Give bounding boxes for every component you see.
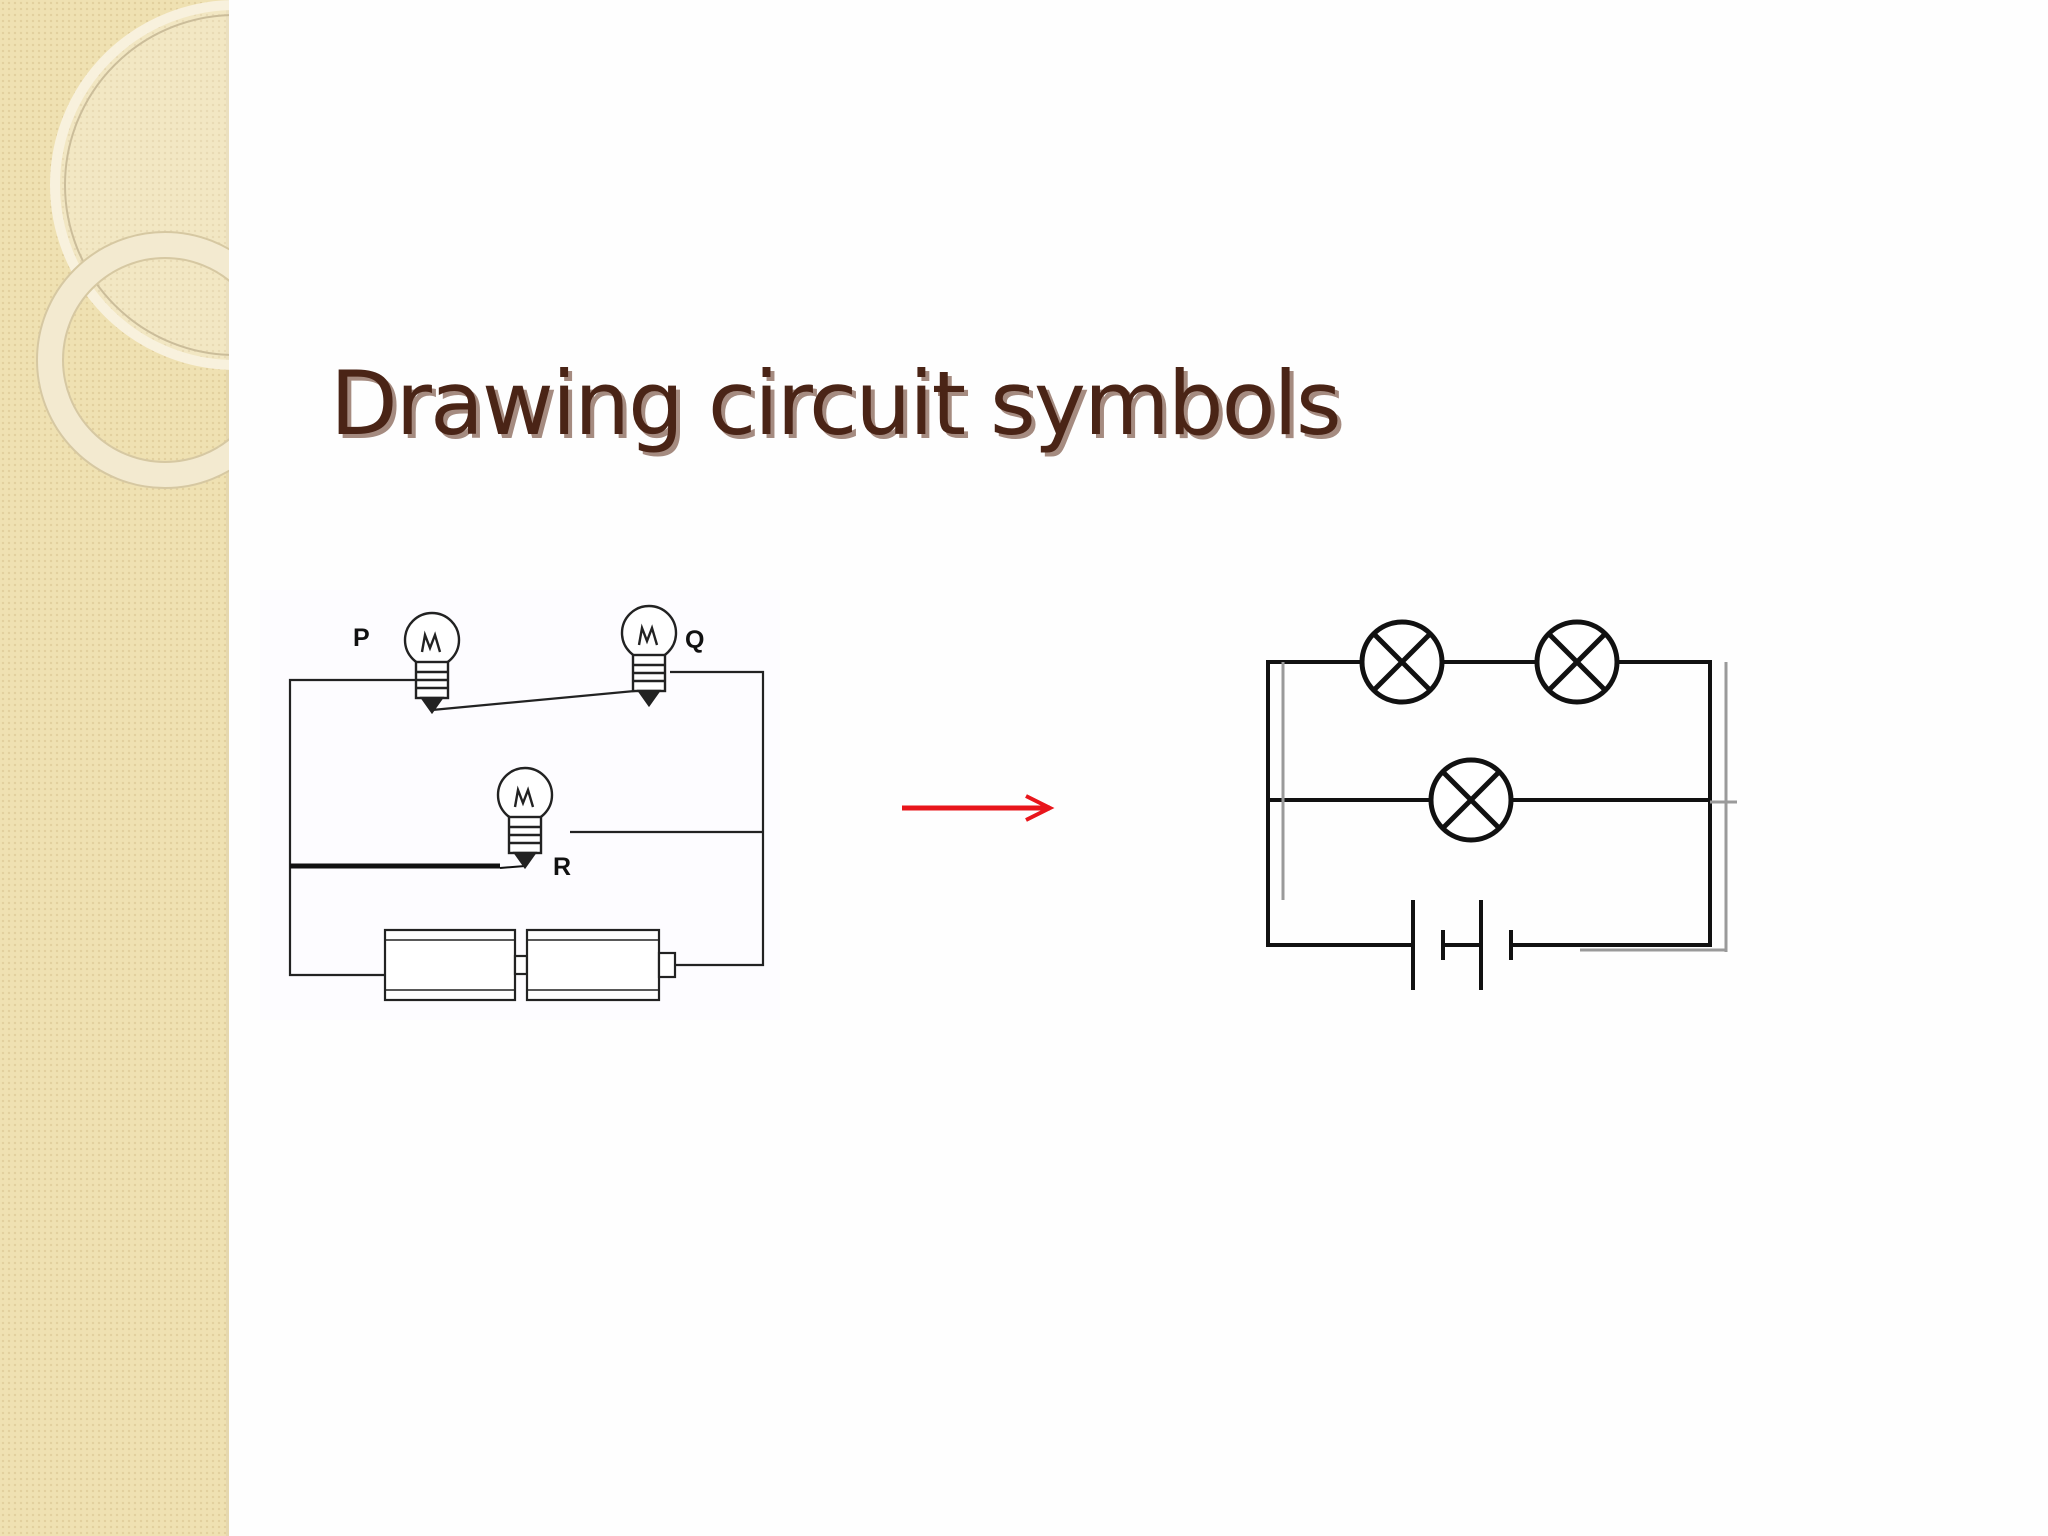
lamp-symbol-3 [1428, 757, 1514, 843]
bulb-r-label: R [553, 853, 571, 881]
lamp-symbol-1 [1359, 619, 1445, 705]
bulb-p-label: P [353, 624, 370, 652]
pictorial-circuit-diagram: P Q R [260, 590, 780, 1020]
schematic-circuit-diagram [1266, 619, 1737, 990]
bulb-r-icon [496, 766, 554, 870]
sidebar-edge [226, 0, 229, 1536]
right-arrow-icon [902, 794, 1055, 822]
decorative-rings [36, 0, 229, 489]
bulb-q-icon [620, 604, 678, 708]
battery-cells-icon [383, 928, 677, 1002]
bulb-p-icon [403, 611, 461, 715]
bulb-q-label: Q [685, 626, 704, 654]
slide-title: Drawing circuit symbols [330, 352, 1342, 455]
battery-symbol [1411, 900, 1513, 990]
lamp-symbol-2 [1534, 619, 1620, 705]
